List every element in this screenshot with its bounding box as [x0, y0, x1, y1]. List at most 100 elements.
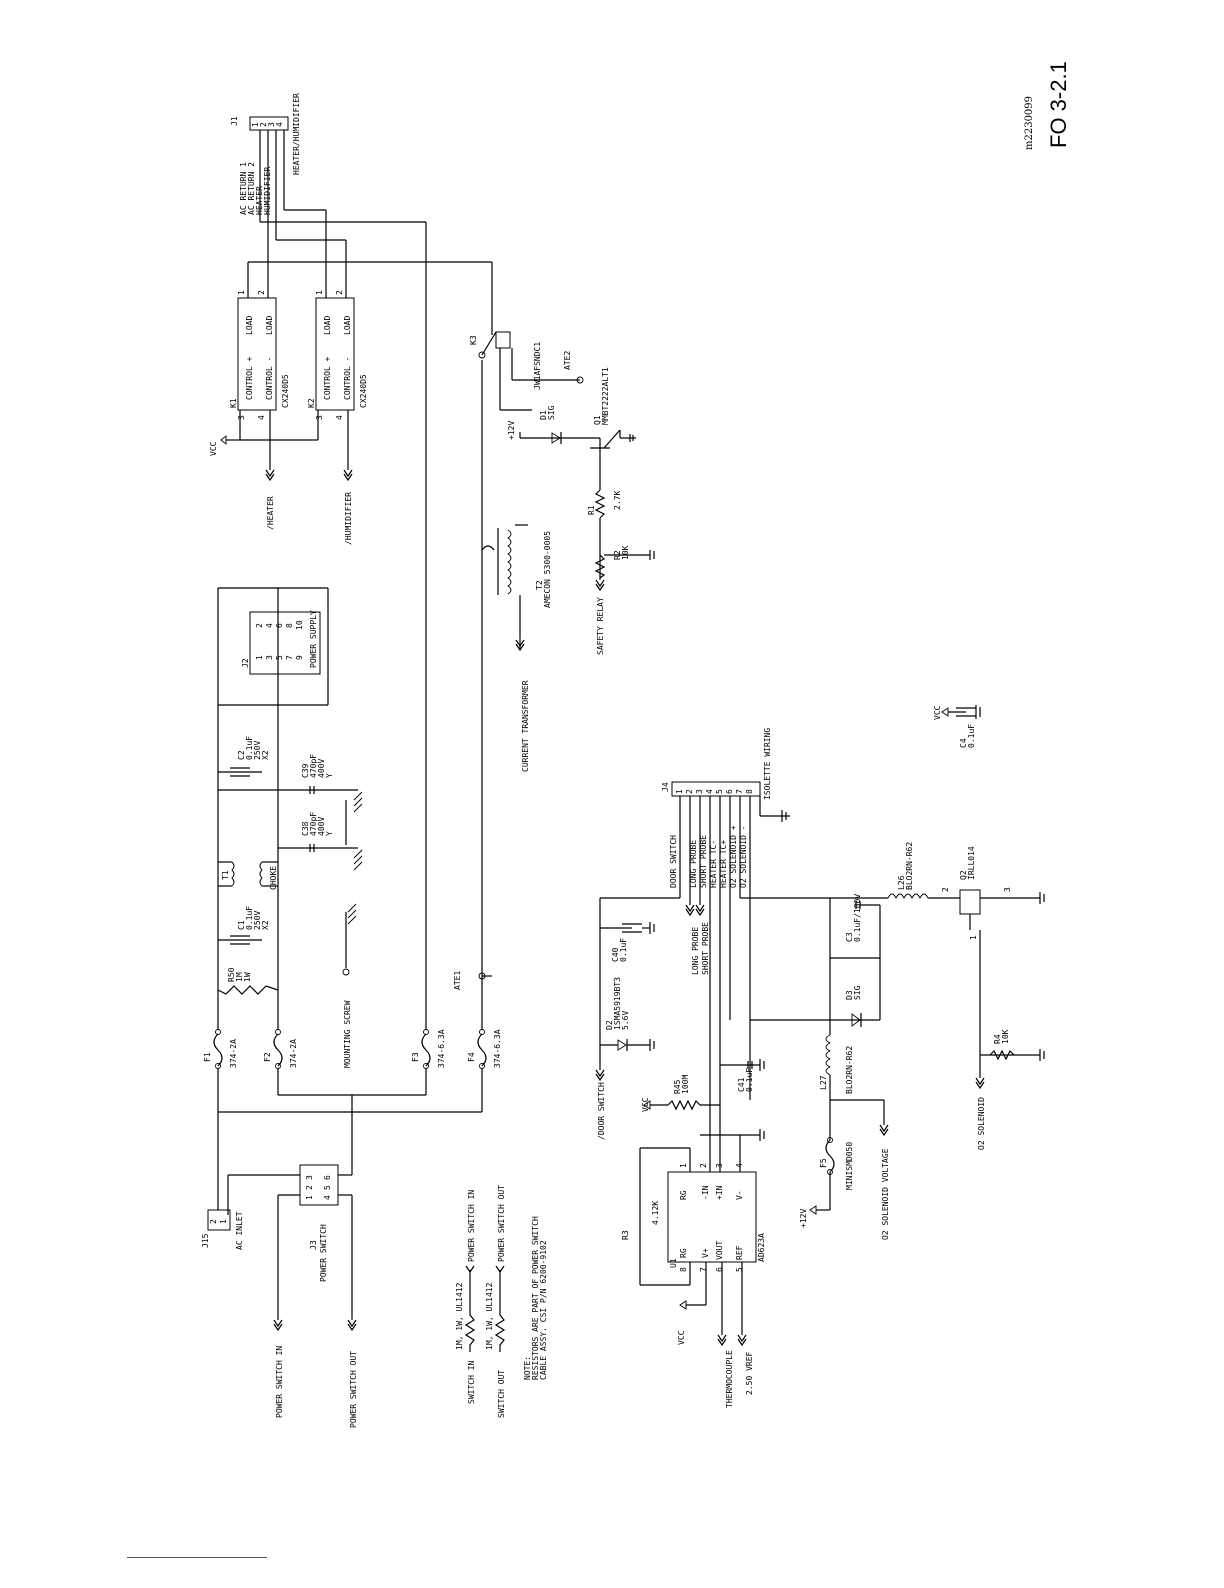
t2-part: AMECON 5300-0005 — [543, 531, 552, 608]
c38-class: Y — [325, 831, 334, 836]
r45-ref: R45 — [673, 1079, 682, 1094]
r3-value: 4.12K — [651, 1201, 660, 1225]
c2-class: X2 — [261, 750, 270, 760]
t2-ref: T2 — [535, 580, 544, 590]
j4-title: ISOLETTE WIRING — [763, 728, 772, 800]
c1-class: X2 — [261, 920, 270, 930]
c38-value: 470pF — [309, 812, 318, 836]
j4-ref: J4 — [661, 782, 670, 792]
r50-power: 1W — [243, 972, 252, 982]
r50-value: 1M — [235, 972, 244, 982]
c39-value: 470pF — [309, 754, 318, 778]
r2-value: 10K — [621, 545, 630, 560]
j4-pin-2: 2 — [685, 789, 694, 794]
l26-ref: L26 — [897, 875, 906, 890]
connector-j4: J4 1 2 3 4 5 6 7 8 ISOLETTE WIRING DOOR … — [600, 728, 790, 1135]
k1-pin-3: 3 — [237, 415, 246, 420]
c1-value: 0.1uF — [245, 906, 254, 930]
figure-id-block: m2230099 FO 3-2.1 — [1024, 61, 1071, 150]
u1-pin7-label: V+ — [701, 1248, 710, 1258]
vcc-label-r45: VCC — [641, 1097, 650, 1112]
vref-net: 2.50 VREF — [745, 1351, 754, 1395]
c40-ref: C40 — [611, 947, 620, 962]
j1-line-humidifier: HUMIDIFIER — [263, 167, 272, 215]
note-line-1: RESISTORS ARE PART OF POWER SWITCH — [531, 1216, 540, 1380]
k1-pin-1: 1 — [237, 290, 246, 295]
q2-pin-2: 2 — [941, 887, 950, 892]
o2-solenoid-driver: L26 BLO2RN-R62 2 3 1 Q2 IRLL014 R4 10K O… — [740, 842, 1045, 1240]
j2-pin-10: 10 — [295, 620, 304, 630]
t1-label: CHOKE — [269, 866, 278, 890]
relay-k3: K3 JW1AFSNDC1 ATE2 +12V D1 SIG — [469, 331, 600, 444]
j15-pin-1: 1 — [219, 1219, 228, 1224]
j3-pin-1: 1 — [305, 1195, 314, 1200]
power-switch-in-net: POWER SWITCH IN — [275, 1346, 284, 1418]
humidifier-net-label: /HUMIDIFIER — [344, 492, 353, 545]
p12v-label-f5: +12V — [799, 1209, 808, 1228]
u1-pin2-label: -IN — [701, 1185, 710, 1200]
current-transformer-label: CURRENT TRANSFORMER — [521, 680, 530, 772]
f1-value: 374-2A — [229, 1039, 238, 1068]
k1-ref: K1 — [229, 398, 238, 408]
c41-value: 0.1uF — [745, 1068, 754, 1092]
f3-ref: F3 — [411, 1052, 420, 1062]
long-probe-net: LONG PROBE — [691, 927, 700, 975]
mounting-screw: MOUNTING SCREW — [342, 903, 357, 1068]
c3-value: 0.1uF/100V — [853, 894, 862, 942]
j4-line-short-probe: SHORT PROBE — [699, 835, 708, 888]
k2-load-plus: LOAD — [323, 316, 332, 335]
u1-pin-2: 2 — [699, 1163, 708, 1168]
connector-j2: J2 1 2 3 4 5 6 7 8 9 10 POWER SUPPLY — [241, 610, 321, 675]
connector-j3: 1 2 3 4 5 6 J3 POWER SWITCH POWER SWITCH… — [273, 1164, 358, 1428]
c39-ref: C39 — [301, 763, 310, 778]
l27-value: BLO2RN-R62 — [845, 1046, 854, 1094]
j2-pin-8: 8 — [285, 623, 294, 628]
q1-part: MMBT2222ALT1 — [601, 367, 610, 425]
page-rule-line — [127, 1557, 267, 1558]
k2-control-minus: CONTROL - — [343, 357, 352, 400]
k2-pin-4: 4 — [335, 415, 344, 420]
r1-ref: R1 — [587, 505, 596, 515]
r4-ref: R4 — [993, 1034, 1002, 1044]
o2-solenoid-net: O2 SOLENOID — [977, 1097, 986, 1150]
k1-part: CX240D5 — [281, 374, 290, 408]
switch-in-resistor: 1M, 1W, UL1412 — [455, 1282, 464, 1350]
j4-pin-4: 4 — [705, 789, 714, 794]
k2-pin-1: 1 — [315, 290, 324, 295]
k1-load-plus: LOAD — [245, 316, 254, 335]
l26-value: BLO2RN-R62 — [905, 842, 914, 890]
q1-ref: Q1 — [593, 415, 602, 425]
note-block: SWITCH IN 1M, 1W, UL1412 POWER SWITCH IN… — [455, 1185, 548, 1418]
c4-value: 0.1uF — [967, 724, 976, 748]
j1-pin-3: 3 — [267, 122, 276, 127]
j3-pin-4: 4 — [323, 1195, 332, 1200]
ate1-test-point: ATE1 — [453, 971, 492, 990]
u1-pin-3: 3 — [715, 1163, 724, 1168]
j2-ref: J2 — [241, 658, 250, 668]
j3-pin-5: 5 — [323, 1185, 332, 1190]
r3-ref: R3 — [621, 1230, 630, 1240]
j2-pin-3: 3 — [265, 655, 274, 660]
vcc-label-k1: VCC — [209, 441, 218, 456]
j3-pin-2: 2 — [305, 1185, 314, 1190]
c4-ref: C4 — [959, 738, 968, 748]
vcc-label-c4: VCC — [933, 705, 942, 720]
fuses: F1 374-2A F2 374-2A F3 374-6.3A F4 374-6… — [203, 1029, 502, 1069]
j1-line-ac-return-2: AC RETURN 2 — [247, 162, 256, 215]
u1-pin-8: 8 — [679, 1267, 688, 1272]
j1-line-heater: HEATER — [255, 186, 264, 215]
k1-control-minus: CONTROL - — [265, 357, 274, 400]
k1-control-plus: CONTROL + — [245, 356, 254, 400]
c2-voltage: 250V — [253, 741, 262, 760]
d1-ref: D1 — [539, 410, 548, 420]
f5-value: MINISMD050 — [845, 1142, 854, 1190]
j1-pin-2: 2 — [259, 122, 268, 127]
u1-pin-6: 6 — [715, 1267, 724, 1272]
j1-line-ac-return-1: AC RETURN 1 — [239, 162, 248, 215]
j4-line-long-probe: LONG PROBE — [689, 840, 698, 888]
thermocouple-net: THERMOCOUPLE — [725, 1350, 734, 1408]
q2-pin-3: 3 — [1003, 887, 1012, 892]
f4-ref: F4 — [467, 1052, 476, 1062]
r2-ref: R2 — [613, 550, 622, 560]
j1-pin-1: 1 — [251, 122, 260, 127]
